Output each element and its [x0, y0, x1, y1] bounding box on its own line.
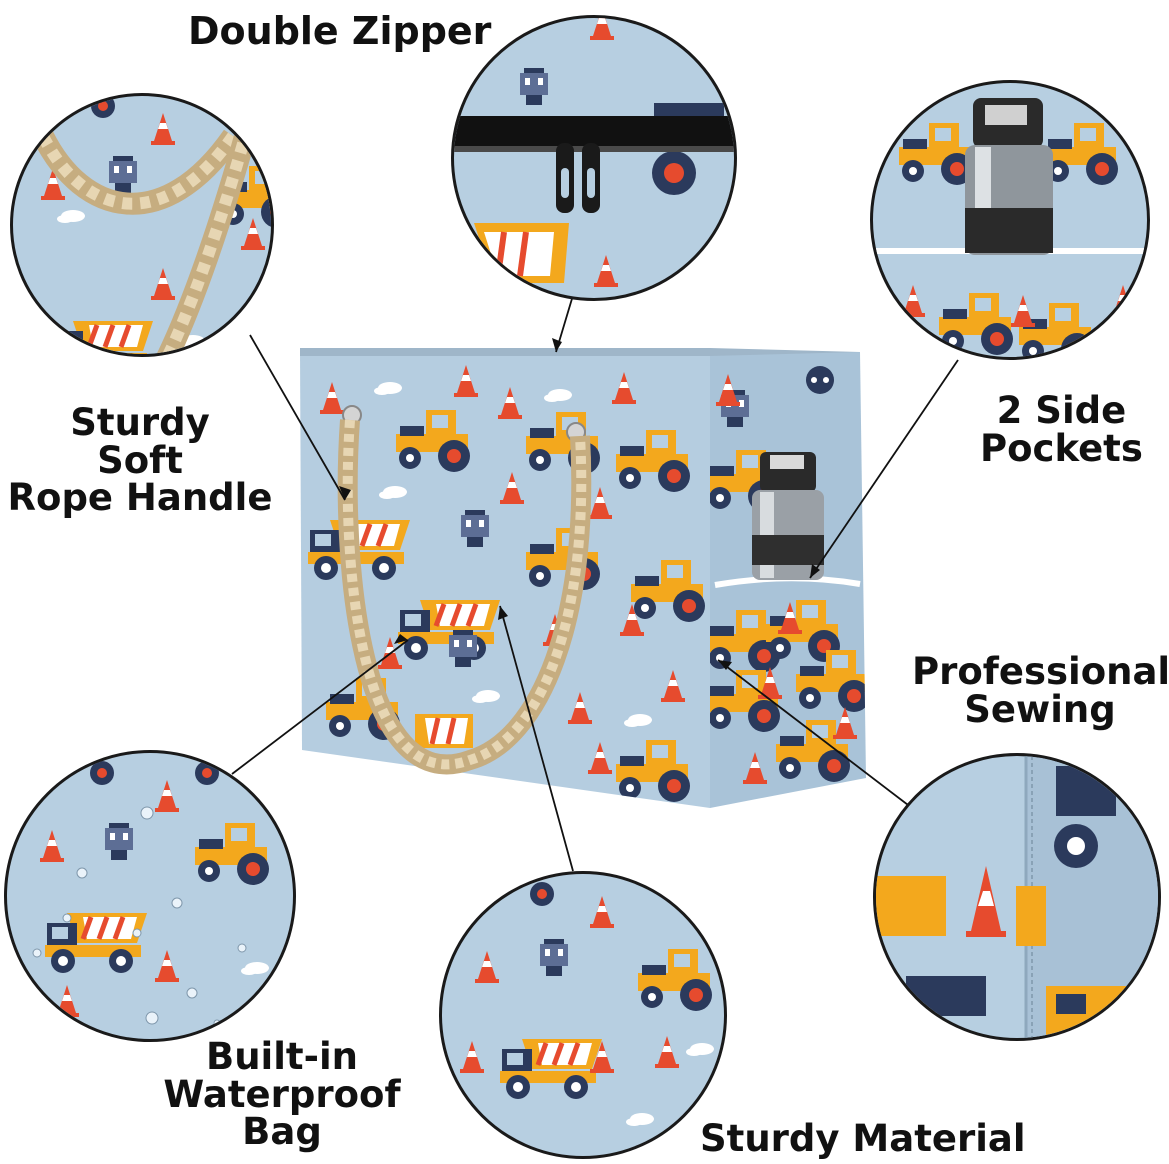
waterproof-bag-label: Built-in Waterproof Bag	[156, 1038, 408, 1151]
rope-handle-line2: Soft	[97, 438, 183, 482]
sturdy-material-zoom	[439, 871, 727, 1159]
tote-bag	[300, 348, 866, 808]
professional-sewing-line1: Professional	[912, 650, 1169, 693]
rope-handles	[337, 405, 592, 775]
side-pockets-line1: 2 Side	[996, 389, 1127, 432]
side-pockets-label: 2 Side Pockets	[980, 392, 1143, 467]
water-droplets	[32, 806, 247, 1027]
sturdy-material-detail	[460, 882, 714, 1126]
professional-sewing-detail	[876, 756, 1158, 1038]
professional-sewing-label: Professional Sewing	[912, 650, 1169, 731]
zipper-pulls	[556, 143, 600, 213]
double-zipper-detail	[454, 18, 734, 287]
rope-handle-zoom	[10, 93, 274, 357]
rope-handle-line1: Sturdy	[70, 401, 210, 444]
rope-handle-line3: Rope Handle	[7, 476, 273, 520]
waterproof-line2: Waterproof	[163, 1072, 401, 1116]
waterproof-detail	[32, 761, 269, 1027]
waterproof-zoom	[4, 750, 296, 1042]
waterproof-line3: Bag	[242, 1110, 322, 1154]
sturdy-material-label: Sturdy Material	[700, 1117, 1026, 1160]
rope-handle-label: Sturdy Soft Rope Handle	[4, 404, 276, 517]
rope-handle-detail	[33, 96, 271, 354]
connector-lines	[231, 291, 959, 872]
double-zipper-label: Double Zipper	[188, 9, 492, 53]
professional-sewing-zoom	[873, 753, 1161, 1041]
side-pockets-detail	[873, 98, 1147, 357]
waterproof-line1: Built-in	[206, 1035, 358, 1078]
water-bottle	[752, 452, 824, 580]
side-bottle	[965, 98, 1053, 255]
professional-sewing-line2: Sewing	[964, 687, 1116, 731]
double-zipper-zoom	[451, 15, 737, 301]
side-pockets-zoom	[870, 80, 1150, 360]
side-pockets-line2: Pockets	[980, 426, 1143, 470]
